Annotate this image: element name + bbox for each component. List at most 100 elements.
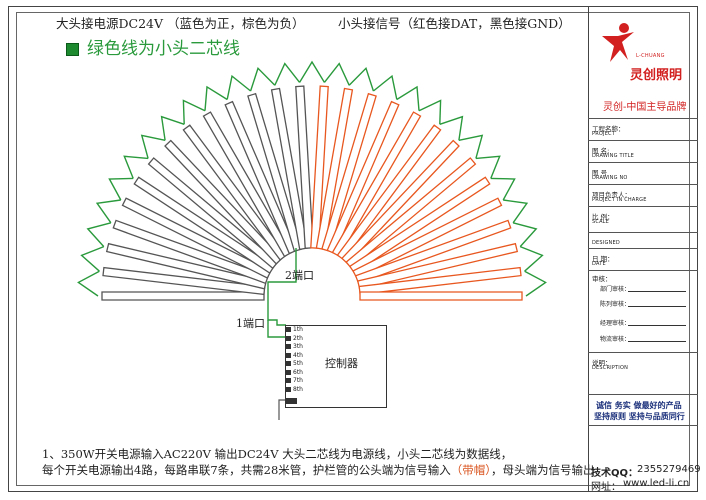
signal-jumper-5	[108, 177, 134, 201]
tube-5	[121, 197, 272, 279]
signal-jumper-23	[490, 177, 516, 201]
legend-green-square	[66, 42, 79, 56]
logo-figure-icon	[602, 23, 634, 62]
controller-port-marker	[286, 327, 291, 332]
tb-divider-6	[588, 232, 698, 233]
controller-port-marker	[286, 386, 291, 392]
tube-23	[349, 176, 491, 274]
tube-6	[133, 176, 275, 274]
controller-label: 控制器	[325, 357, 358, 370]
signal-jumper-3	[86, 222, 112, 248]
note-line-2c: ，母头端为信号输出	[491, 463, 595, 477]
signal-jumper-12	[249, 66, 276, 92]
title-block	[588, 6, 698, 492]
tb-date-cn: 日 期：	[592, 255, 614, 263]
web-url: www.led-li.cn	[623, 478, 690, 489]
signal-jumper-4	[95, 199, 121, 224]
controller-port-marker	[286, 361, 291, 366]
tube-17	[321, 92, 377, 253]
tube-16	[315, 87, 354, 251]
tb-drawing-en: DRAWING TITLE	[592, 153, 635, 159]
tube-8	[164, 139, 283, 265]
signal-jumper-22	[475, 155, 501, 179]
wire-port1	[267, 320, 285, 338]
tb-scale-cn: 比 例：	[592, 213, 614, 221]
tb-manager-line	[628, 325, 686, 326]
tb-date-en: DATE	[592, 261, 606, 267]
tube-19	[331, 111, 422, 258]
controller-port-label: 6th	[293, 368, 303, 376]
signal-jumper-17	[372, 74, 398, 100]
tb-project-cn: 工程名称：	[592, 125, 625, 133]
tube-22	[345, 157, 477, 270]
signal-jumper-26	[519, 245, 544, 272]
controller-port-marker	[286, 344, 291, 349]
tube-7	[147, 157, 279, 270]
tb-number-en: DRAWING NO	[592, 175, 628, 181]
tb-desc-en: DESCRIPTION	[592, 365, 629, 371]
tube-28	[359, 291, 523, 301]
tb-review: 审核：	[592, 275, 612, 283]
signal-jumper-21	[458, 134, 484, 159]
tb-divider-5	[588, 206, 698, 207]
tube-27	[358, 266, 522, 296]
tb-project-en: PROJECT	[592, 131, 616, 137]
note-line-2: 每个开关电源输出4路，每路串联7条，共需28米管，护栏管的公头端为信号输入（带帽…	[42, 462, 595, 478]
signal-jumper-15	[323, 62, 350, 86]
tb-logistics: 物流审核：	[600, 336, 631, 343]
brand-tagline: 灵创-中国主导品牌	[603, 102, 687, 113]
tb-designed: DESIGNED	[592, 240, 620, 246]
signal-jumper-10	[204, 85, 228, 111]
signal-jumper-6	[123, 155, 149, 179]
signal-jumper-13	[274, 62, 301, 86]
controller-port-marker	[286, 352, 291, 358]
signal-jumper-9	[182, 99, 206, 125]
header-signal-note: 小头接信号（红色接DAT，黑色接GND）	[338, 16, 571, 31]
signal-jumper-2	[80, 245, 105, 272]
controller-port-marker	[286, 335, 291, 341]
drawing-frame	[8, 6, 698, 492]
tube-1	[101, 291, 265, 301]
tb-dept-line	[628, 291, 686, 292]
signal-jumper-14	[299, 60, 325, 83]
tb-scale-en: SCALE	[592, 219, 610, 225]
controller-port-label: 4th	[293, 351, 303, 359]
tube-25	[354, 219, 512, 285]
tube-24	[352, 197, 503, 279]
signal-jumper-8	[160, 115, 185, 141]
controller-port-label: 2th	[293, 334, 303, 342]
tube-4	[112, 219, 270, 285]
tb-charge-en: PROJECT IN CHARGE	[592, 197, 647, 203]
legend: 绿色线为小头二芯线	[66, 34, 240, 59]
signal-jumper-27	[524, 270, 547, 297]
signal-jumper-16	[348, 66, 375, 92]
tb-drawing-cn: 图 名:	[592, 147, 610, 155]
note-line-2a: 每个开关电源输出4路，每路串联7条，共需28米管，护栏管的公头端为信号输入	[42, 463, 451, 477]
tube-21	[341, 139, 460, 265]
port2-label: 2端口	[285, 269, 314, 282]
controller-power-lead	[278, 399, 285, 420]
signal-jumper-24	[503, 199, 529, 224]
tb-divider-7	[588, 248, 698, 249]
logo-name: 灵创照明	[630, 68, 683, 83]
tube-14	[295, 85, 314, 249]
controller-power-socket	[285, 398, 297, 404]
tb-divider-3	[588, 162, 698, 163]
controller-port-label: 8th	[293, 385, 303, 393]
tb-charge-cn: 项目负责人：	[592, 191, 631, 199]
tb-divider-2	[588, 140, 698, 141]
controller-port-label: 5th	[293, 360, 303, 367]
tube-26	[357, 242, 519, 290]
tb-divider-8	[588, 270, 698, 271]
controller-port-label: 3th	[293, 343, 303, 350]
tube-18	[326, 100, 400, 255]
tube-13	[270, 87, 309, 251]
logo-sub: L-CHUANG	[636, 53, 665, 59]
signal-jumper-7	[140, 134, 166, 159]
tb-divider-11	[588, 425, 698, 426]
tube-11	[224, 100, 298, 255]
controller-port-label: 7th	[293, 377, 303, 384]
slogan-2: 坚持原则 坚持与品质同行	[594, 412, 685, 421]
controller-port-label: 1th	[293, 326, 303, 333]
